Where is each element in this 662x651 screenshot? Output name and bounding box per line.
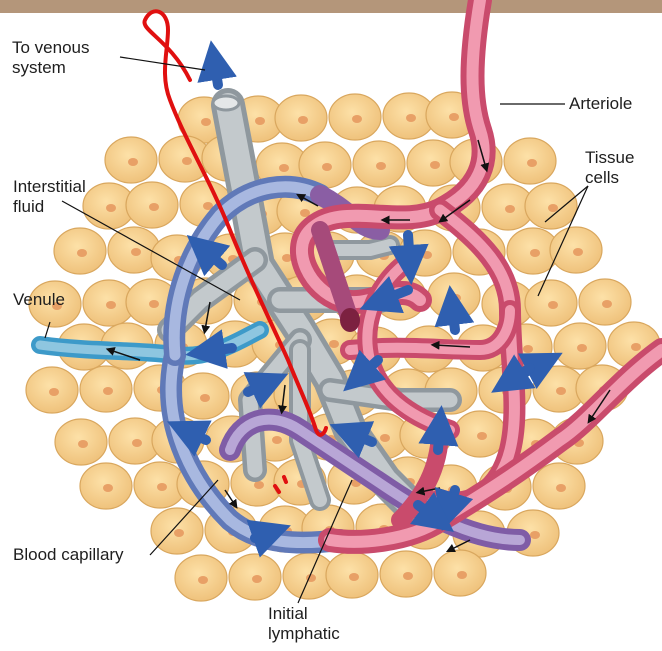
tissue-cell-nucleus: [174, 529, 184, 537]
tissue-cell-nucleus: [322, 163, 332, 171]
tissue-cell-nucleus: [279, 164, 289, 172]
label-venule-wrap: Venule: [13, 290, 103, 314]
tissue-cell-nucleus: [631, 343, 641, 351]
tissue-cell-nucleus: [298, 116, 308, 124]
label-blood-capillary: Blood capillary: [13, 545, 173, 565]
tissue-cell-nucleus: [449, 113, 459, 121]
tissue-cell-nucleus: [103, 387, 113, 395]
label-to-venous-system-wrap: To venous system: [12, 38, 152, 88]
tissue-cell-nucleus: [602, 300, 612, 308]
tissue-cell-nucleus: [149, 203, 159, 211]
tissue-cell-nucleus: [128, 158, 138, 166]
tissue-cell-nucleus: [255, 117, 265, 125]
tissue-cell-nucleus: [376, 162, 386, 170]
tissue-cell-nucleus: [106, 301, 116, 309]
tissue-cell-nucleus: [380, 434, 390, 442]
label-arteriole: Arteriole: [569, 94, 659, 114]
tissue-cell-nucleus: [131, 248, 141, 256]
label-tissue-cells: Tissue cells: [585, 148, 661, 188]
tissue-cell-nucleus: [149, 300, 159, 308]
label-venule: Venule: [13, 290, 103, 310]
label-interstitial-fluid: Interstitial fluid: [13, 177, 133, 217]
label-to-venous-system: To venous system: [12, 38, 152, 78]
tissue-cell-nucleus: [132, 439, 142, 447]
tissue-cell-nucleus: [422, 251, 432, 259]
tissue-cell-nucleus: [457, 571, 467, 579]
tissue-cell-nucleus: [78, 440, 88, 448]
label-tissue-cells-wrap: Tissue cells: [585, 148, 661, 198]
tissue-cell-nucleus: [254, 481, 264, 489]
tissue-cell-nucleus: [77, 249, 87, 257]
tissue-cell-nucleus: [403, 572, 413, 580]
tissue-cell-nucleus: [200, 394, 210, 402]
tissue-cell-nucleus: [252, 575, 262, 583]
tissue-cell-nucleus: [548, 204, 558, 212]
tissue-cell-nucleus: [573, 248, 583, 256]
tissue-cell-nucleus: [505, 205, 515, 213]
tissue-cell-nucleus: [352, 115, 362, 123]
label-interstitial-fluid-wrap: Interstitial fluid: [13, 177, 133, 227]
tissue-cell-nucleus: [349, 573, 359, 581]
tissue-cell-nucleus: [530, 531, 540, 539]
tissue-cell-nucleus: [201, 118, 211, 126]
tissue-cell-nucleus: [577, 344, 587, 352]
tissue-cell-nucleus: [430, 161, 440, 169]
tissue-cell-nucleus: [157, 483, 167, 491]
tissue-cell-nucleus: [198, 576, 208, 584]
label-initial-lymphatic-wrap: Initial lymphatic: [268, 604, 368, 650]
tissue-cell-nucleus: [406, 114, 416, 122]
tissue-cell-nucleus: [530, 249, 540, 257]
tissue-cell-nucleus: [49, 388, 59, 396]
tissue-cell-nucleus: [527, 159, 537, 167]
tissue-cell-nucleus: [556, 484, 566, 492]
label-arteriole-wrap: Arteriole: [569, 94, 659, 118]
tissue-cell-nucleus: [272, 436, 282, 444]
tissue-cell-nucleus: [103, 484, 113, 492]
tissue-cell-nucleus: [556, 387, 566, 395]
tissue-cell-nucleus: [548, 301, 558, 309]
label-blood-capillary-wrap: Blood capillary: [13, 545, 173, 569]
tissue-cell-nucleus: [182, 157, 192, 165]
label-initial-lymphatic: Initial lymphatic: [268, 604, 368, 644]
tissue-cell-nucleus: [477, 432, 487, 440]
tissue-cell-nucleus: [329, 340, 339, 348]
tissue-cell-nucleus: [523, 345, 533, 353]
